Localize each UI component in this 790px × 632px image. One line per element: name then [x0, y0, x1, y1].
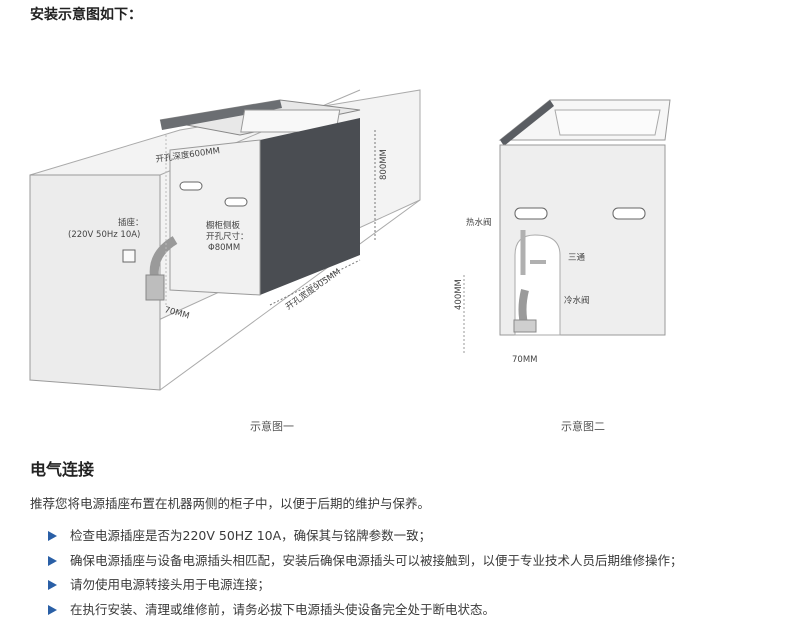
label-height-400: 400MM	[454, 279, 464, 310]
label-cabinet-line2: 开孔尺寸：	[206, 231, 249, 242]
list-item: 确保电源插座与设备电源插头相匹配，安装后确保电源插头可以被接触到，以便于专业技术…	[48, 552, 683, 577]
installation-diagram-2: 热水阀 三通 冷水阀 400MM 70MM	[454, 99, 671, 365]
arrow-right-icon	[48, 555, 57, 566]
label-socket-spec: (220V 50Hz 10A)	[68, 230, 140, 240]
label-cold-valve: 冷水阀	[564, 295, 590, 306]
caption-figure-1: 示意图一	[250, 420, 294, 433]
caption-figure-2: 示意图二	[561, 420, 605, 433]
cabinet-front-panel	[260, 118, 360, 295]
list-item: 请勿使用电源转接头用于电源连接；	[48, 576, 683, 601]
label-tee: 三通	[568, 252, 586, 263]
label-socket-title: 插座：	[118, 217, 144, 228]
arrow-right-icon	[48, 604, 57, 615]
label-pipe-70-fig2: 70MM	[512, 355, 537, 365]
section-intro: 推荐您将电源插座布置在机器两侧的柜子中，以便于后期的维护与保养。	[30, 496, 431, 511]
label-height-800: 800MM	[379, 149, 389, 180]
list-item: 在执行安装、清理或维修前，请务必拔下电源插头使设备完全处于断电状态。	[48, 601, 683, 626]
page-heading: 安装示意图如下：	[30, 7, 142, 23]
label-cabinet-line1: 橱柜侧板	[206, 220, 241, 231]
arrow-right-icon	[48, 531, 57, 541]
label-hot-valve: 热水阀	[466, 217, 492, 228]
arrow-right-icon	[48, 580, 57, 590]
bullet-list: 检查电源插座是否为220V 50HZ 10A，确保其与铭牌参数一致； 确保电源插…	[48, 527, 683, 625]
list-item: 检查电源插座是否为220V 50HZ 10A，确保其与铭牌参数一致；	[48, 527, 683, 552]
label-pipe-70: 70MM	[163, 305, 190, 321]
installation-diagram-1: 开孔深度600MM 800MM 插座： (220V 50Hz 10A) 橱柜侧板…	[29, 89, 421, 391]
label-cabinet-line3: Φ80MM	[208, 243, 240, 253]
section-title: 电气连接	[30, 460, 95, 479]
